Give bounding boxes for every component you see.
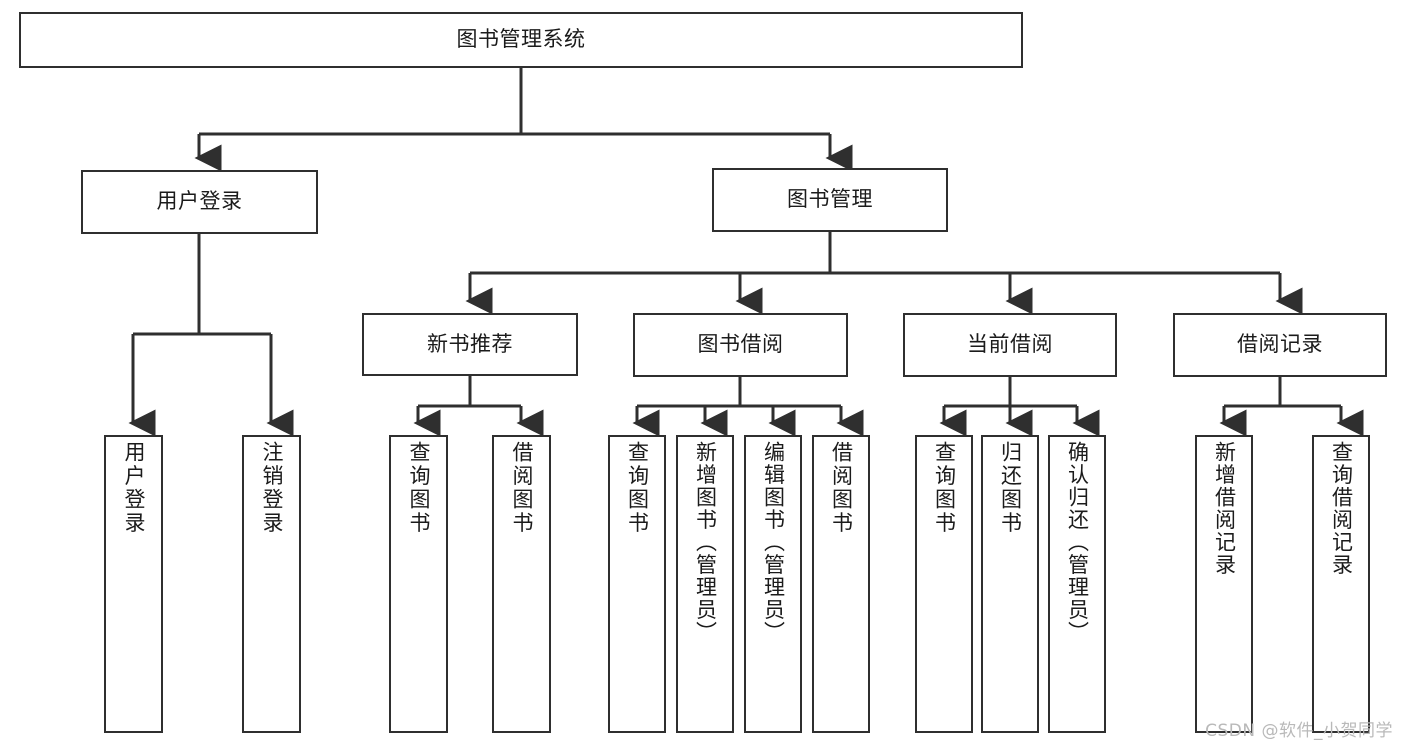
node-leaf-rec-query[interactable]: 查询图书 <box>389 435 448 733</box>
node-leaf-borrow-edit[interactable]: 编辑图书（管理员） <box>744 435 802 733</box>
node-leaf-rec-search-label: 查询借阅记录 <box>1329 441 1354 576</box>
node-leaf-cur-confirm-label: 确认归还（管理员） <box>1065 441 1090 644</box>
node-current-borrow[interactable]: 当前借阅 <box>903 313 1117 377</box>
node-leaf-cur-return-label: 归还图书 <box>998 441 1023 535</box>
node-leaf-rec-query-label: 查询图书 <box>407 441 431 535</box>
node-leaf-cur-return[interactable]: 归还图书 <box>981 435 1039 733</box>
node-leaf-user-logout-label: 注销登录 <box>260 441 284 535</box>
node-book-borrow[interactable]: 图书借阅 <box>633 313 848 377</box>
node-leaf-borrow-query-label: 查询图书 <box>625 441 650 535</box>
node-user-login-label: 用户登录 <box>156 189 243 214</box>
node-leaf-rec-add-label: 新增借阅记录 <box>1212 441 1237 576</box>
node-borrow-record-label: 借阅记录 <box>1237 332 1323 357</box>
node-leaf-borrow-add[interactable]: 新增图书（管理员） <box>676 435 734 733</box>
node-leaf-cur-query[interactable]: 查询图书 <box>915 435 973 733</box>
node-current-borrow-label: 当前借阅 <box>967 332 1053 357</box>
node-leaf-user-login[interactable]: 用户登录 <box>104 435 163 733</box>
node-book-borrow-label: 图书借阅 <box>697 332 784 357</box>
csdn-watermark: CSDN @软件_小贺同学 <box>1205 721 1393 741</box>
node-leaf-rec-search[interactable]: 查询借阅记录 <box>1312 435 1370 733</box>
node-leaf-user-logout[interactable]: 注销登录 <box>242 435 301 733</box>
node-leaf-cur-confirm[interactable]: 确认归还（管理员） <box>1048 435 1106 733</box>
node-root-label: 图书管理系统 <box>456 27 586 52</box>
node-leaf-rec-add[interactable]: 新增借阅记录 <box>1195 435 1253 733</box>
node-book-manage[interactable]: 图书管理 <box>712 168 948 232</box>
node-book-manage-label: 图书管理 <box>787 187 873 212</box>
node-leaf-rec-borrow-label: 借阅图书 <box>510 441 534 535</box>
node-leaf-borrow-query[interactable]: 查询图书 <box>608 435 666 733</box>
node-leaf-borrow-edit-label: 编辑图书（管理员） <box>761 441 786 644</box>
node-user-login[interactable]: 用户登录 <box>81 170 318 234</box>
node-new-book-rec[interactable]: 新书推荐 <box>362 313 578 376</box>
node-leaf-user-login-label: 用户登录 <box>122 441 146 535</box>
node-leaf-rec-borrow[interactable]: 借阅图书 <box>492 435 551 733</box>
node-leaf-cur-query-label: 查询图书 <box>932 441 957 535</box>
node-root[interactable]: 图书管理系统 <box>19 12 1023 68</box>
node-leaf-borrow-do-label: 借阅图书 <box>829 441 854 535</box>
node-leaf-borrow-add-label: 新增图书（管理员） <box>693 441 718 644</box>
node-new-book-rec-label: 新书推荐 <box>427 331 513 356</box>
node-borrow-record[interactable]: 借阅记录 <box>1173 313 1387 377</box>
node-leaf-borrow-do[interactable]: 借阅图书 <box>812 435 870 733</box>
